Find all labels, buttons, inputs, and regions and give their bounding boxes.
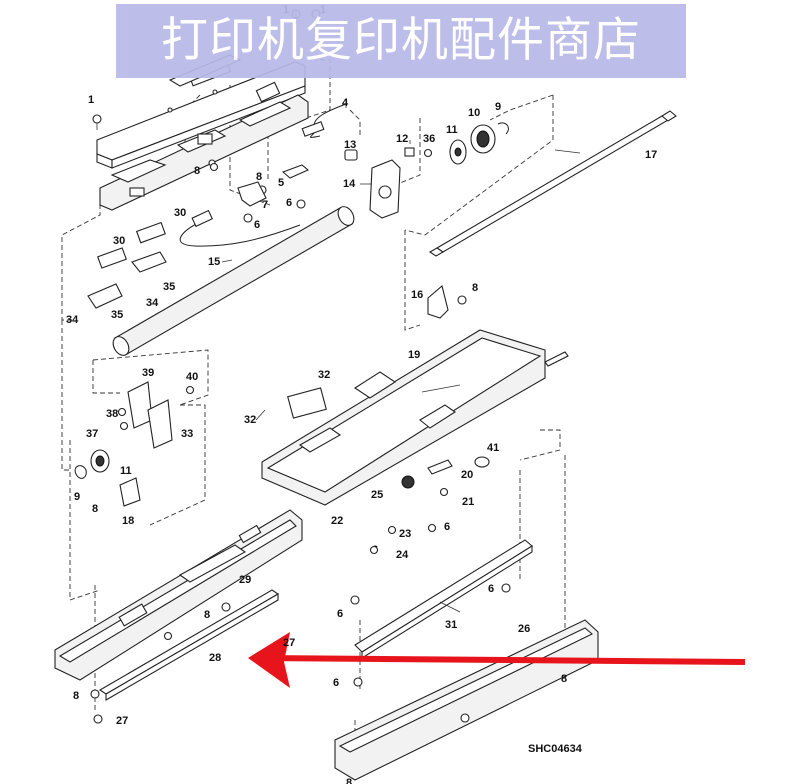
callout: 6: [337, 608, 343, 620]
shaft-17: [428, 110, 677, 257]
callout: 5: [278, 177, 284, 189]
bracket-14: [369, 159, 401, 219]
callout: 32: [318, 369, 330, 381]
lower-screws: [90, 487, 511, 724]
callout: 7: [262, 199, 268, 211]
callout: 8: [472, 282, 478, 294]
callout: 6: [286, 197, 292, 209]
callout: 24: [396, 549, 409, 561]
callout: 25: [371, 489, 383, 501]
callout: 33: [181, 428, 193, 440]
callout: 31: [445, 619, 457, 631]
callout: 11: [446, 124, 458, 136]
callout: 40: [186, 371, 198, 383]
callout: 20: [461, 469, 473, 481]
callout-leaders: [221, 10, 581, 613]
callout: 19: [408, 349, 420, 361]
callout: 26: [518, 623, 530, 635]
callout: 10: [468, 107, 480, 119]
callout: 35: [111, 309, 123, 321]
left-sensor-brackets: [87, 251, 167, 309]
callout: 38: [106, 408, 118, 420]
callout: 8: [256, 171, 262, 183]
callout: 27: [116, 715, 128, 727]
shop-watermark: 打印机复印机配件商店: [116, 4, 686, 78]
callout: 9: [495, 101, 501, 113]
callout: 21: [462, 496, 474, 508]
plate-29: [54, 509, 303, 681]
rail-28: [98, 589, 280, 701]
callout: 37: [86, 428, 98, 440]
callout: 14: [343, 178, 356, 190]
callout: 41: [487, 442, 499, 454]
callout: 4: [342, 97, 349, 109]
callout: 27: [283, 637, 295, 649]
callout: 30: [174, 207, 186, 219]
callout: 17: [645, 149, 657, 161]
callout: 29: [239, 574, 251, 586]
bracket-16: [427, 285, 449, 319]
callout: 11: [120, 465, 132, 477]
callout: 6: [254, 219, 260, 231]
rail-31: [354, 539, 533, 659]
callout: 18: [122, 515, 134, 527]
diagram-code: SHC04634: [528, 743, 583, 755]
main-frame-19: [261, 329, 569, 506]
small-brackets: [237, 147, 415, 207]
callout: 12: [396, 133, 408, 145]
callout: 28: [209, 652, 221, 664]
callout-numbers: 1 1 1 4 9 10 11 12 36 13 14 17 8 5 7 8 6…: [66, 4, 657, 784]
callout: 8: [204, 609, 210, 621]
callout: 16: [411, 289, 423, 301]
roller-15: [112, 206, 355, 356]
callout: 39: [142, 367, 154, 379]
callout: 36: [423, 133, 435, 145]
upper-rail-assembly: [96, 54, 309, 211]
callout: 8: [346, 777, 352, 784]
callout: 8: [194, 165, 200, 177]
red-arrow: [248, 632, 746, 688]
callout: 22: [331, 515, 343, 527]
callout: 13: [344, 139, 356, 151]
callout: 23: [399, 528, 411, 540]
wire-harness: [97, 103, 347, 269]
callout: 8: [561, 673, 567, 685]
callout: 34: [66, 314, 79, 326]
callout: 15: [208, 256, 220, 268]
callout: 1: [88, 94, 94, 106]
callout: 9: [74, 491, 80, 503]
callout: 6: [333, 677, 339, 689]
callout: 32: [244, 414, 256, 426]
callout: 34: [146, 297, 159, 309]
callout: 35: [163, 281, 175, 293]
callout: 8: [73, 690, 79, 702]
left-block-parts: [74, 381, 195, 507]
callout: 6: [488, 583, 494, 595]
callout: 8: [92, 503, 98, 515]
callout: 30: [113, 235, 125, 247]
bearing-parts-top: [449, 122, 509, 165]
callout: 6: [444, 521, 450, 533]
